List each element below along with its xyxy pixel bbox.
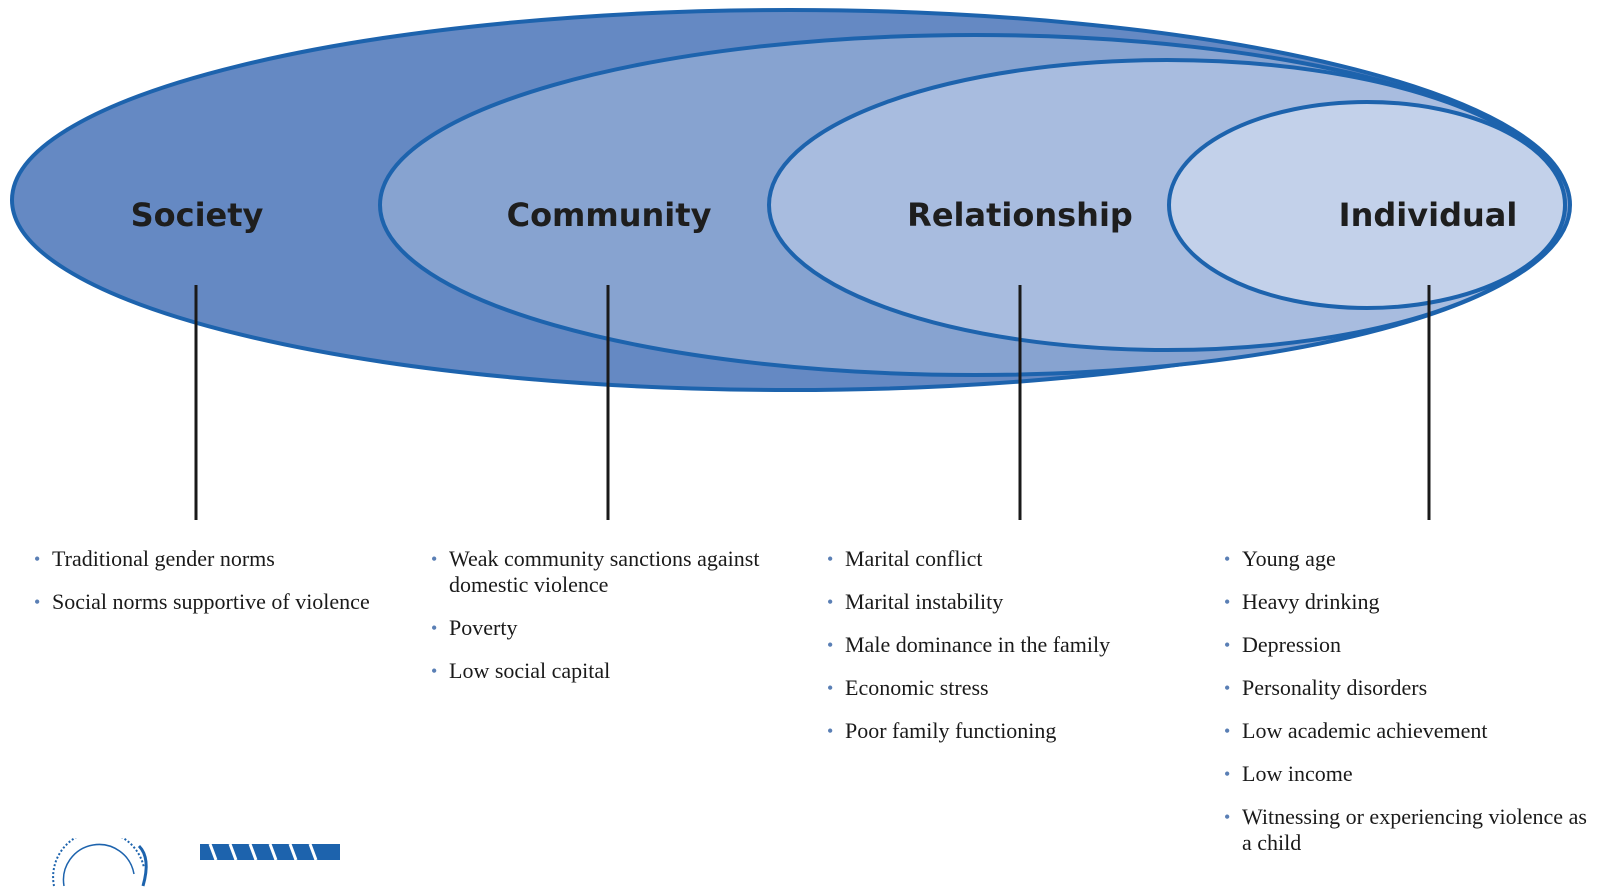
factor-item: Poor family functioning	[823, 718, 1183, 744]
individual-ellipse	[1167, 100, 1567, 310]
factor-item: Male dominance in the family	[823, 632, 1183, 658]
factor-item: Weak community sanctions against domesti…	[427, 546, 767, 598]
factor-item: Witnessing or experiencing violence as a…	[1220, 804, 1600, 856]
factor-item: Low income	[1220, 761, 1600, 787]
society-factor-list: Traditional gender norms Social norms su…	[30, 546, 370, 632]
individual-factor-list: Young age Heavy drinking Depression Pers…	[1220, 546, 1600, 873]
factor-item: Marital conflict	[823, 546, 1183, 572]
society-label: Society	[131, 196, 264, 234]
relationship-factor-list: Marital conflict Marital instability Mal…	[823, 546, 1183, 761]
relationship-label: Relationship	[907, 196, 1133, 234]
factor-item: Low social capital	[427, 658, 767, 684]
organization-logo	[200, 843, 340, 860]
individual-label: Individual	[1339, 196, 1518, 234]
community-label: Community	[507, 196, 712, 234]
factor-item: Economic stress	[823, 675, 1183, 701]
factor-item: Low academic achievement	[1220, 718, 1600, 744]
factor-item: Heavy drinking	[1220, 589, 1600, 615]
community-factor-list: Weak community sanctions against domesti…	[427, 546, 767, 701]
factor-item: Depression	[1220, 632, 1600, 658]
factor-item: Poverty	[427, 615, 767, 641]
factor-item: Personality disorders	[1220, 675, 1600, 701]
factor-item: Social norms supportive of violence	[30, 589, 370, 615]
factor-item: Young age	[1220, 546, 1600, 572]
factor-item: Traditional gender norms	[30, 546, 370, 572]
factor-item: Marital instability	[823, 589, 1183, 615]
